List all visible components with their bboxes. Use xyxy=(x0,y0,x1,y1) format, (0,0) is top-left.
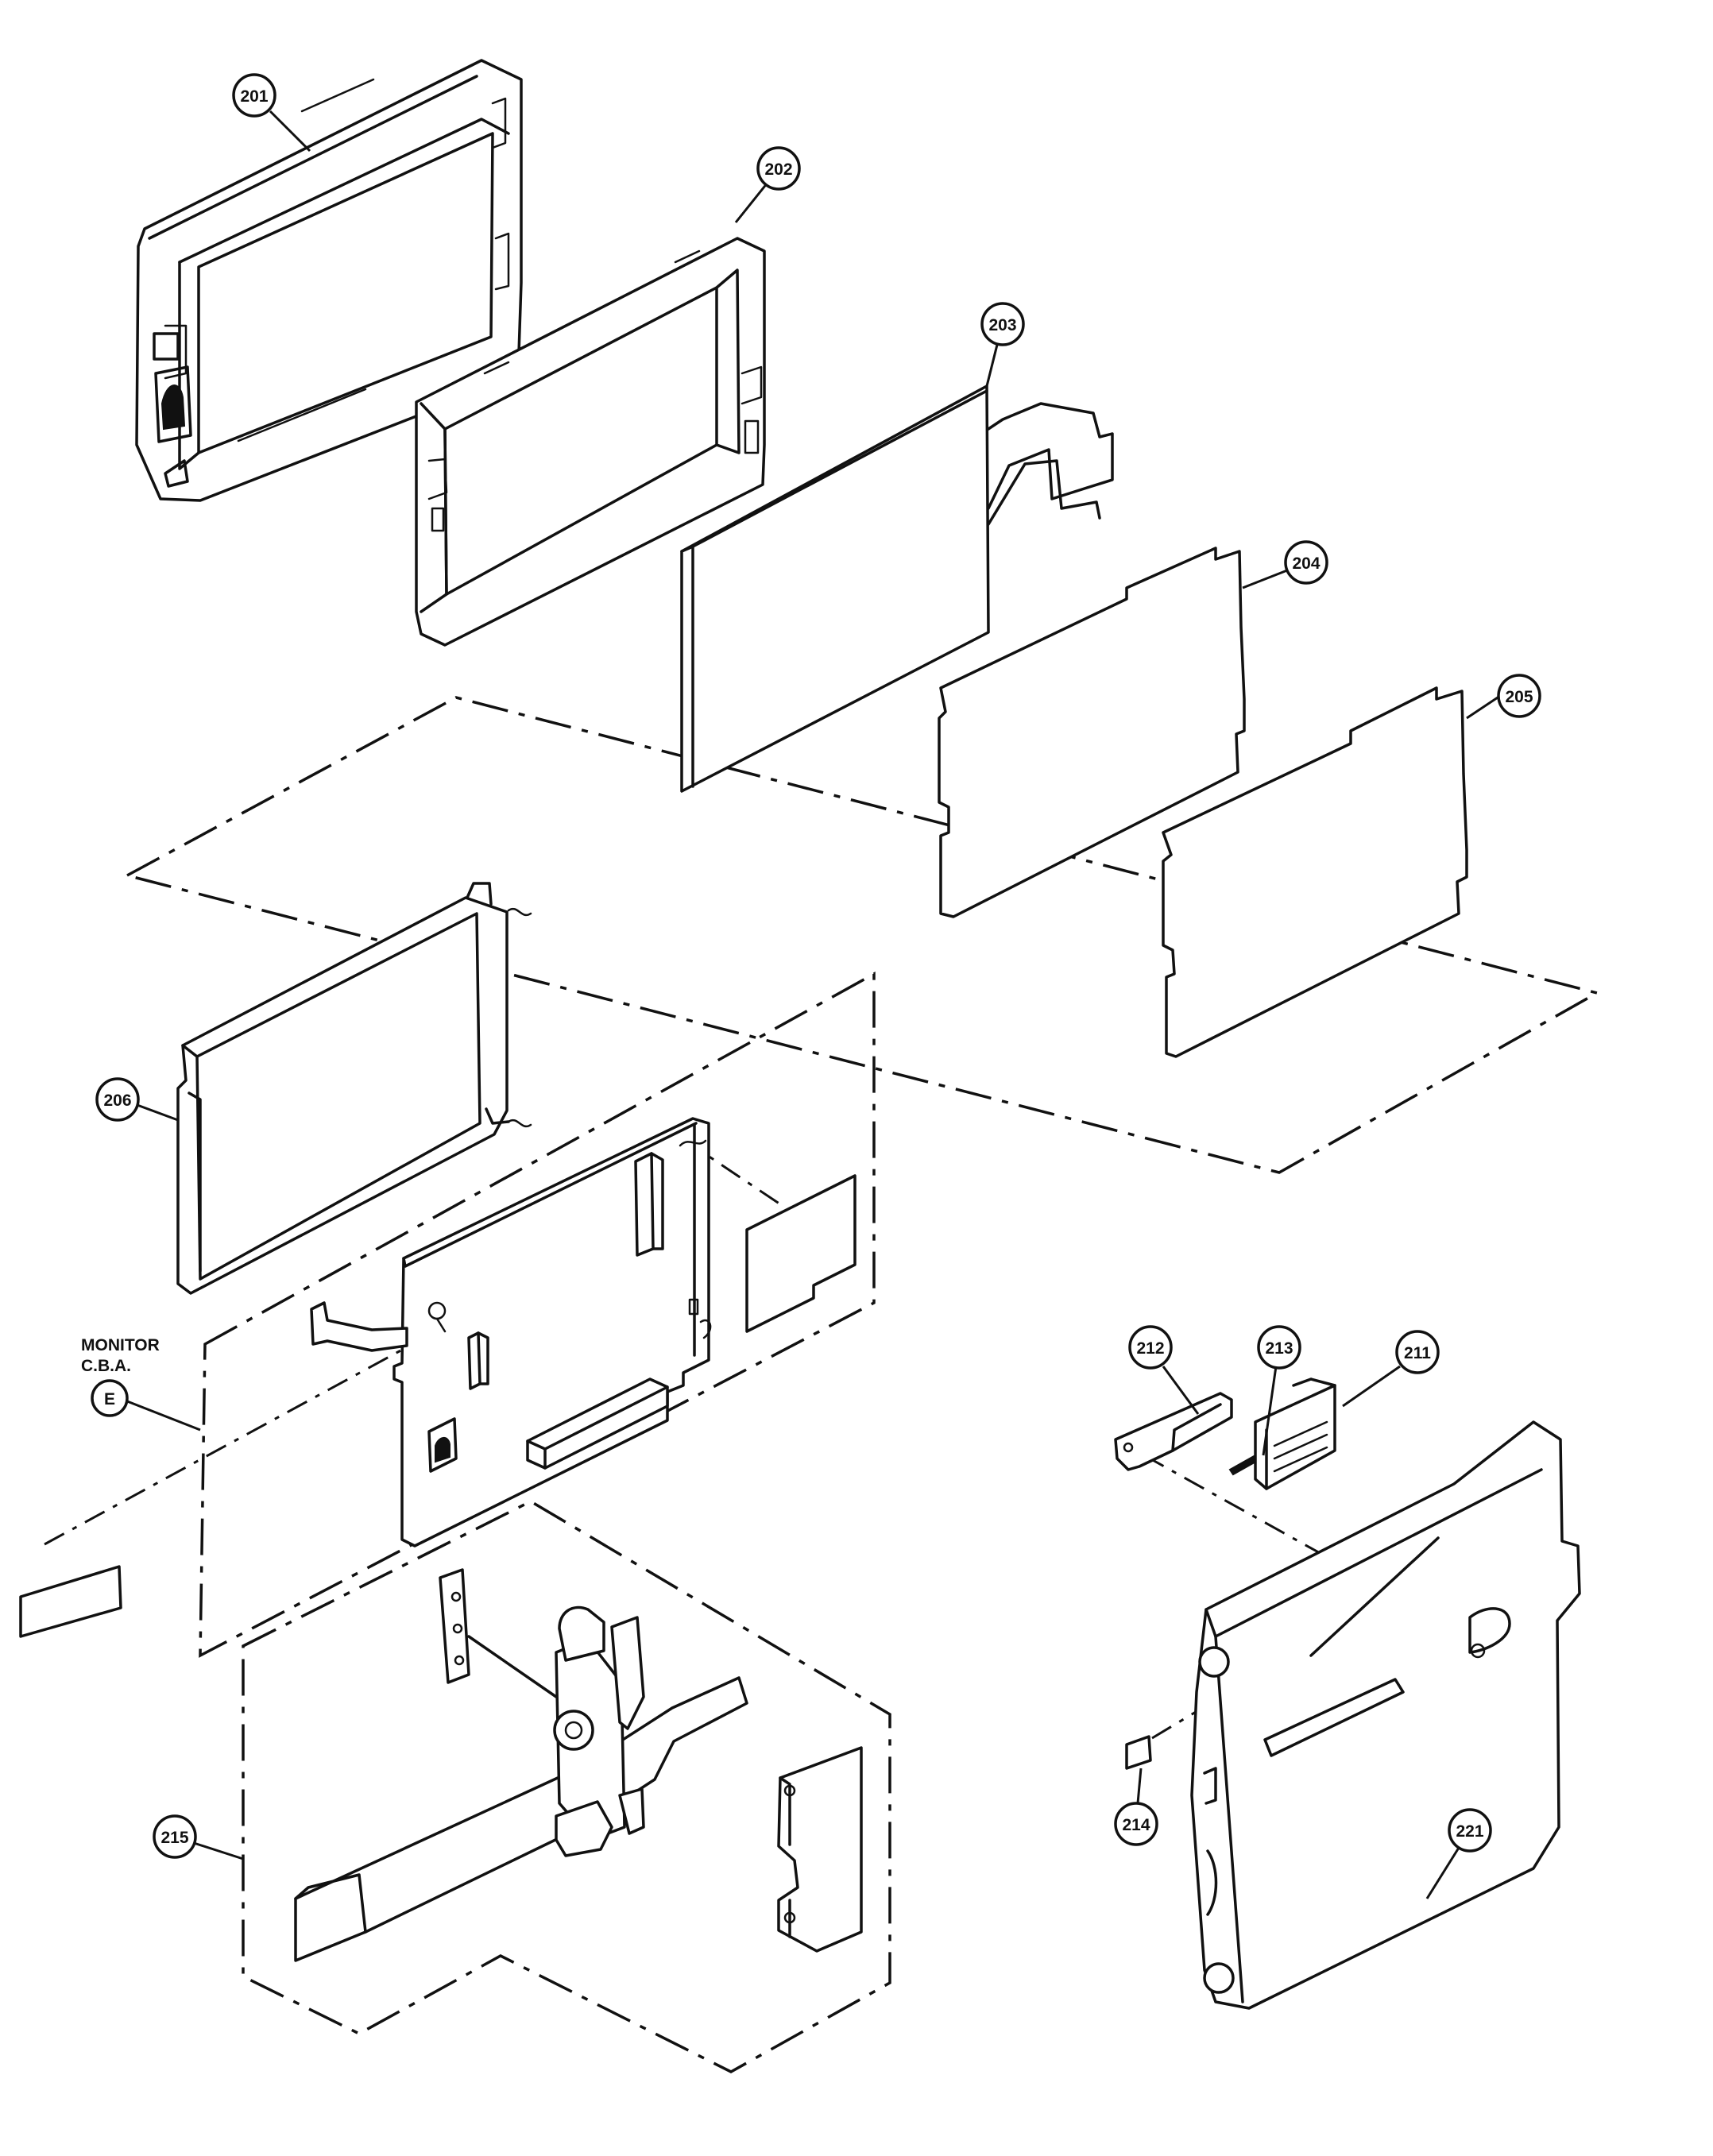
monitor-cba-label: MONITOR C.B.A. E xyxy=(81,1336,160,1417)
part-201-front-bezel xyxy=(135,59,523,502)
callout-201: 201 xyxy=(232,73,276,118)
callout-201-label: 201 xyxy=(240,87,268,106)
part-203-lcd-panel xyxy=(680,384,1114,793)
leader-lines xyxy=(118,110,1501,1899)
callout-215: 215 xyxy=(153,1814,197,1859)
callout-211: 211 xyxy=(1395,1330,1440,1374)
callout-214-label: 214 xyxy=(1122,1816,1150,1834)
callout-214: 214 xyxy=(1114,1802,1158,1846)
part-221-rear-housing xyxy=(1125,1420,1581,2010)
callout-203: 203 xyxy=(980,302,1025,346)
callout-213-label: 213 xyxy=(1265,1339,1293,1358)
part-202-rear-frame xyxy=(415,237,766,647)
callout-202-label: 202 xyxy=(764,160,792,179)
part-206-backlight xyxy=(176,882,532,1295)
boundary-hinge-assembly xyxy=(242,1500,891,2073)
callout-221: 221 xyxy=(1448,1808,1492,1853)
boundary-monitor-cba xyxy=(199,972,876,1658)
parts-211-212-213 xyxy=(1114,1377,1336,1490)
callout-221-label: 221 xyxy=(1456,1822,1483,1841)
callout-212-label: 212 xyxy=(1136,1339,1164,1358)
callout-203-label: 203 xyxy=(988,316,1016,334)
boundary-upper-stack xyxy=(123,696,1601,1174)
monitor-cba-ref: E xyxy=(104,1390,115,1408)
callout-202: 202 xyxy=(756,146,801,191)
callout-211-label: 211 xyxy=(1404,1344,1431,1362)
callout-206: 206 xyxy=(95,1077,140,1122)
callout-204: 204 xyxy=(1284,540,1328,585)
part-215-hinge-assembly xyxy=(294,1568,863,1962)
callout-213: 213 xyxy=(1257,1325,1301,1370)
guide-line-cba-left xyxy=(44,1308,478,1546)
monitor-cba-line2: C.B.A. xyxy=(81,1357,131,1375)
part-204-sheet xyxy=(938,547,1246,918)
callout-215-label: 215 xyxy=(160,1829,188,1847)
callout-205-label: 205 xyxy=(1505,688,1533,706)
monitor-cba-line1: MONITOR xyxy=(81,1336,160,1354)
callout-206-label: 206 xyxy=(103,1092,131,1110)
callout-205: 205 xyxy=(1497,674,1541,718)
callout-204-label: 204 xyxy=(1292,554,1320,573)
monitor-cba-board xyxy=(19,1117,856,1638)
callout-212: 212 xyxy=(1128,1325,1173,1370)
part-205-sheet xyxy=(1162,686,1468,1058)
